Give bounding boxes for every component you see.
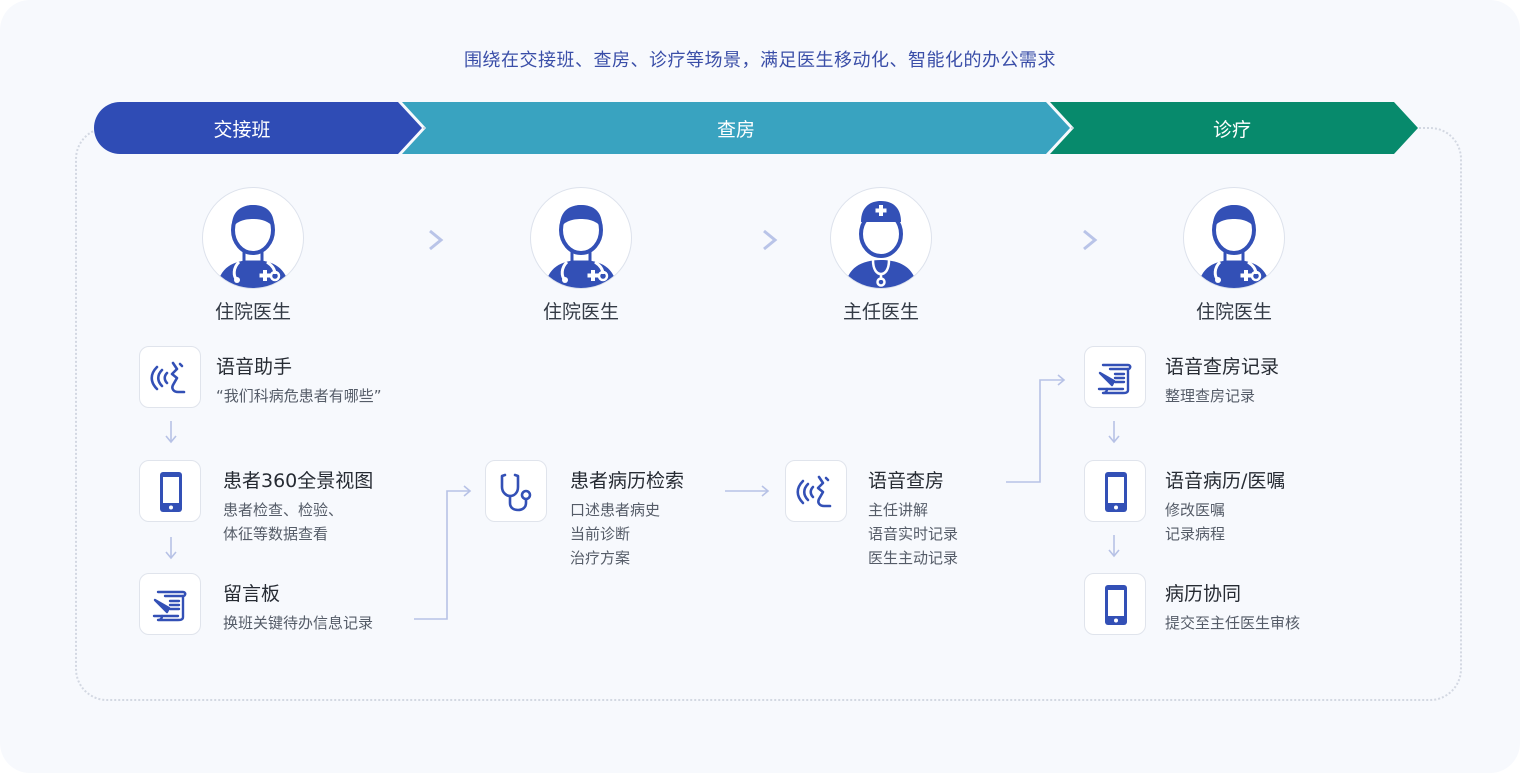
feature-desc-line: 提交至主任医生审核 xyxy=(1165,614,1301,632)
feature-title: 语音查房 xyxy=(868,470,945,492)
role-resident-doctor-1: 住院医生 xyxy=(173,187,333,324)
message-board-icon xyxy=(139,573,201,635)
feature-desc-line: 医生主动记录 xyxy=(868,549,959,567)
feature-desc-line: 换班关键待办信息记录 xyxy=(223,614,374,632)
feature-desc: 换班关键待办信息记录 xyxy=(223,611,373,635)
resident-doctor-icon xyxy=(202,187,304,289)
mobile-phone-icon xyxy=(1084,573,1146,635)
feature-desc: 整理查房记录 xyxy=(1165,384,1255,408)
role-name: 住院医生 xyxy=(1195,301,1272,323)
feature-desc: 患者检查、检验、 体征等数据查看 xyxy=(223,498,343,546)
feature-desc-line: 主任讲解 xyxy=(868,501,929,519)
role-arrow-3 xyxy=(1000,229,1098,251)
down-arrow-4 xyxy=(1108,535,1120,558)
role-resident-doctor-2: 住院医生 xyxy=(501,187,661,324)
down-arrow-1 xyxy=(165,421,177,444)
straight-connector xyxy=(725,485,770,497)
feature-title: 语音查房记录 xyxy=(1165,356,1280,378)
stethoscope-icon xyxy=(485,460,547,522)
feature-title: 语音病历/医嘱 xyxy=(1165,470,1286,492)
feature-desc: 主任讲解 语音实时记录 医生主动记录 xyxy=(868,498,958,570)
resident-doctor-icon xyxy=(530,187,632,289)
feature-desc-line: 记录病程 xyxy=(1165,525,1226,543)
message-board-icon xyxy=(1084,346,1146,408)
voice-assistant-icon xyxy=(139,346,201,408)
feature-desc-line: 口述患者病史 xyxy=(570,501,661,519)
feature-desc: 口述患者病史 当前诊断 治疗方案 xyxy=(570,498,660,570)
elbow-connector-2 xyxy=(1006,374,1066,483)
chief-doctor-icon xyxy=(830,187,932,289)
feature-title: 患者360全景视图 xyxy=(223,470,374,492)
mobile-phone-icon xyxy=(1084,460,1146,522)
feature-desc: 提交至主任医生审核 xyxy=(1165,611,1300,635)
feature-desc-line: 患者检查、检验、 xyxy=(223,501,344,519)
stage-label-handover: 交接班 xyxy=(213,119,271,141)
feature-title: 留言板 xyxy=(223,583,281,605)
feature-title: 语音助手 xyxy=(216,356,293,378)
feature-desc-line: “我们科病危患者有哪些” xyxy=(216,387,382,405)
feature-desc: “我们科病危患者有哪些” xyxy=(216,384,382,408)
feature-desc-line: 治疗方案 xyxy=(570,549,631,567)
feature-desc-line: 体征等数据查看 xyxy=(223,525,329,543)
role-arrow-2 xyxy=(680,229,778,251)
stage-chevron-treatment xyxy=(1050,102,1418,154)
feature-desc-line: 当前诊断 xyxy=(570,525,631,543)
role-name: 住院医生 xyxy=(542,301,619,323)
mobile-phone-icon xyxy=(139,460,201,522)
feature-desc-line: 整理查房记录 xyxy=(1165,387,1256,405)
role-resident-doctor-3: 住院医生 xyxy=(1154,187,1314,324)
role-chief-doctor: 主任医生 xyxy=(801,187,961,324)
feature-desc-line: 修改医嘱 xyxy=(1165,501,1226,519)
down-arrow-3 xyxy=(1108,421,1120,444)
down-arrow-2 xyxy=(165,537,177,560)
stage-chevron-handover xyxy=(94,102,422,154)
elbow-connector-1 xyxy=(414,485,472,620)
role-name: 主任医生 xyxy=(842,301,919,323)
resident-doctor-icon xyxy=(1183,187,1285,289)
feature-desc-line: 语音实时记录 xyxy=(868,525,959,543)
feature-desc: 修改医嘱 记录病程 xyxy=(1165,498,1225,546)
stage-label-treatment: 诊疗 xyxy=(1212,119,1251,141)
role-arrow-1 xyxy=(346,229,444,251)
stage-chevron-rounds xyxy=(402,102,1070,154)
voice-assistant-icon xyxy=(785,460,847,522)
stage-label-rounds: 查房 xyxy=(716,119,755,141)
role-name: 住院医生 xyxy=(214,301,291,323)
headline: 围绕在交接班、查房、诊疗等场景，满足医生移动化、智能化的办公需求 xyxy=(464,50,1056,71)
feature-title: 病历协同 xyxy=(1165,583,1242,605)
feature-title: 患者病历检索 xyxy=(570,470,685,492)
